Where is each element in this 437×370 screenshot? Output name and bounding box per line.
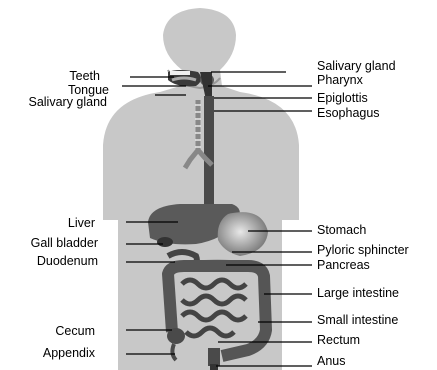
trachea-rings <box>195 105 201 147</box>
label-pharynx: Pharynx <box>317 74 363 87</box>
label-salivary-gland-left: Salivary gland <box>28 96 107 109</box>
label-epiglottis: Epiglottis <box>317 92 368 105</box>
anus-shape <box>210 364 218 370</box>
label-liver: Liver <box>68 217 95 230</box>
label-pyloric-sphincter: Pyloric sphincter <box>317 244 409 257</box>
label-small-intestine: Small intestine <box>317 314 398 327</box>
gall-bladder-shape <box>157 237 173 247</box>
rectum-shape <box>208 348 220 366</box>
label-teeth: Teeth <box>69 70 100 83</box>
label-anus: Anus <box>317 355 346 368</box>
label-pancreas: Pancreas <box>317 259 370 272</box>
label-gall-bladder: Gall bladder <box>31 237 98 250</box>
label-cecum: Cecum <box>55 325 95 338</box>
label-esophagus: Esophagus <box>317 107 380 120</box>
label-appendix: Appendix <box>43 347 95 360</box>
label-rectum: Rectum <box>317 334 360 347</box>
label-salivary-gland-right: Salivary gland <box>317 60 396 73</box>
label-duodenum: Duodenum <box>37 255 98 268</box>
label-large-intestine: Large intestine <box>317 287 399 300</box>
label-stomach: Stomach <box>317 224 366 237</box>
teeth-row <box>170 71 190 75</box>
